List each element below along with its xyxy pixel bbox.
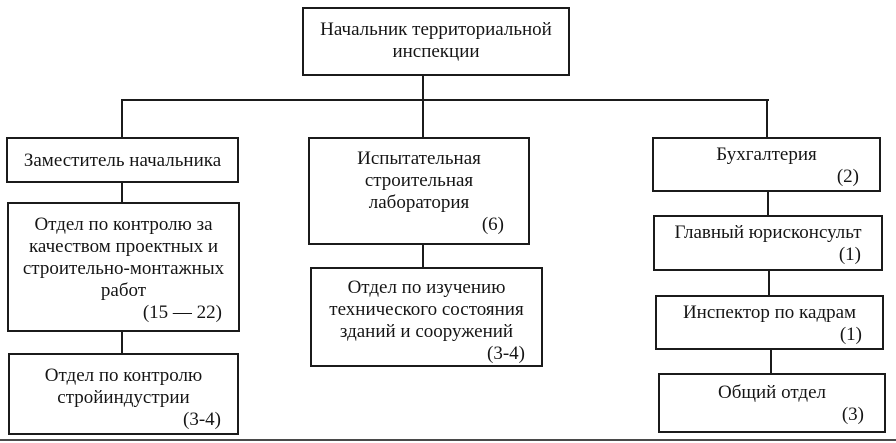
connector-accounting-to-legal xyxy=(767,191,769,215)
org-box-general: Общий отдел (3) xyxy=(658,373,886,433)
org-box-quality-control-count: (15 — 22) xyxy=(142,302,222,323)
org-box-hr-title: Инспектор по кадрам xyxy=(682,302,857,323)
org-box-accounting-title: Бухгалтерия xyxy=(716,144,817,165)
org-box-industry-control-count: (3-4) xyxy=(183,409,221,430)
connector-deputy-to-quality xyxy=(121,183,123,203)
org-box-head: Начальник территориальной инспекции xyxy=(302,7,570,76)
connector-bus-to-deputy xyxy=(121,99,123,137)
page-bottom-rule xyxy=(0,439,896,441)
org-box-general-title: Общий отдел xyxy=(718,382,826,403)
org-box-technical-condition: Отдел по изучению технического состояния… xyxy=(310,267,543,367)
org-box-laboratory-count: (6) xyxy=(481,214,504,235)
org-box-hr-count: (1) xyxy=(839,324,862,345)
org-box-accounting: Бухгалтерия (2) xyxy=(652,137,881,192)
connector-bus xyxy=(121,99,769,101)
org-box-industry-control-title: Отдел по контролю стройиндустрии xyxy=(44,365,203,408)
org-box-technical-condition-count: (3-4) xyxy=(487,343,525,364)
org-box-laboratory-title: Испытательная строительная лаборатория xyxy=(357,148,481,213)
org-box-legal-count: (1) xyxy=(838,244,861,265)
org-box-legal: Главный юрисконсульт (1) xyxy=(653,215,883,271)
org-box-quality-control: Отдел по контролю за качеством проектных… xyxy=(7,202,240,332)
org-box-deputy-title: Заместитель начальника xyxy=(23,150,222,171)
org-box-laboratory: Испытательная строительная лаборатория (… xyxy=(308,137,530,245)
org-box-deputy: Заместитель начальника xyxy=(6,137,239,183)
org-box-hr: Инспектор по кадрам (1) xyxy=(655,295,884,350)
connector-hr-to-general xyxy=(770,349,772,373)
org-box-legal-title: Главный юрисконсульт xyxy=(674,222,862,243)
org-box-general-count: (3) xyxy=(841,404,864,425)
connector-quality-to-industry xyxy=(121,331,123,353)
org-box-industry-control: Отдел по контролю стройиндустрии (3-4) xyxy=(8,353,239,435)
connector-head-to-laboratory xyxy=(422,76,424,137)
org-box-technical-condition-title: Отдел по изучению технического состояния… xyxy=(329,277,524,342)
org-box-accounting-count: (2) xyxy=(836,166,859,187)
org-box-quality-control-title: Отдел по контролю за качеством проектных… xyxy=(22,214,225,301)
connector-legal-to-hr xyxy=(768,270,770,295)
org-box-head-title: Начальник территориальной инспекции xyxy=(320,19,552,62)
connector-laboratory-to-technical xyxy=(422,244,424,268)
connector-bus-to-accounting xyxy=(766,99,768,137)
